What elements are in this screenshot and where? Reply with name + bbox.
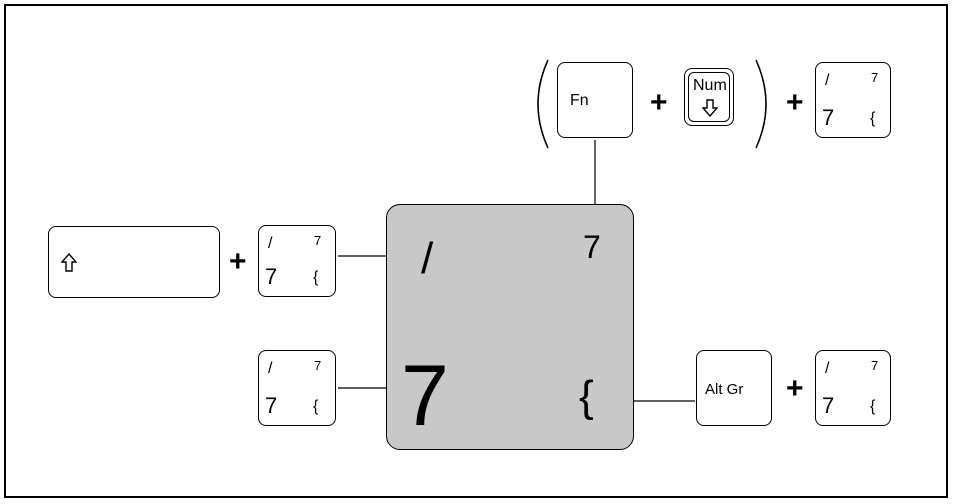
enlarged-key-7: / 7 7 {: [386, 204, 634, 450]
key-7-top-right: 7: [314, 358, 322, 373]
key-7-top-right: 7: [871, 358, 879, 373]
key-7-top-left: /: [268, 360, 273, 377]
key-7-bottom-left: 7: [822, 105, 835, 130]
key-7-fn: / 7 7 {: [815, 62, 891, 138]
plus-sign: +: [786, 86, 804, 119]
key-7-bottom-right: {: [870, 110, 876, 127]
key-7-bottom-right: {: [313, 398, 319, 415]
key-7-bottom-right: {: [313, 269, 319, 286]
enlarged-slash: /: [421, 234, 434, 283]
fn-key-label: Fn: [570, 92, 589, 109]
altgr-key: Alt Gr: [696, 350, 772, 426]
enlarged-seven-small: 7: [583, 229, 601, 265]
num-key-cap: [688, 72, 730, 122]
key-7-plain: / 7 7 {: [258, 350, 336, 426]
key-7-top-right: 7: [314, 233, 322, 248]
key-7-shift: / 7 7 {: [258, 225, 336, 297]
plus-sign: +: [786, 372, 804, 405]
key-7-bottom-right: {: [870, 398, 876, 415]
key-7-bottom-left: 7: [822, 393, 835, 418]
shift-key: [48, 226, 220, 298]
diagram-frame: [4, 4, 948, 498]
shift-arrow-icon: [60, 252, 78, 277]
num-key-label: Num: [693, 77, 727, 94]
key-7-top-right: 7: [871, 70, 879, 85]
plus-sign: +: [229, 245, 247, 278]
down-arrow-icon: [701, 99, 719, 121]
key-7-top-left: /: [825, 360, 830, 377]
fn-key: Fn: [557, 62, 633, 138]
plus-sign: +: [650, 86, 668, 119]
key-7-top-left: /: [268, 235, 273, 252]
enlarged-seven-large: 7: [401, 348, 449, 444]
altgr-key-label: Alt Gr: [705, 381, 744, 398]
num-key: Num: [684, 68, 734, 126]
key-7-top-left: /: [825, 72, 830, 89]
left-parenthesis: [537, 59, 549, 149]
right-parenthesis: [755, 59, 767, 149]
enlarged-brace: {: [579, 372, 594, 421]
key-7-bottom-left: 7: [265, 393, 278, 418]
key-7-altgr: / 7 7 {: [815, 350, 891, 426]
key-7-bottom-left: 7: [265, 264, 278, 289]
